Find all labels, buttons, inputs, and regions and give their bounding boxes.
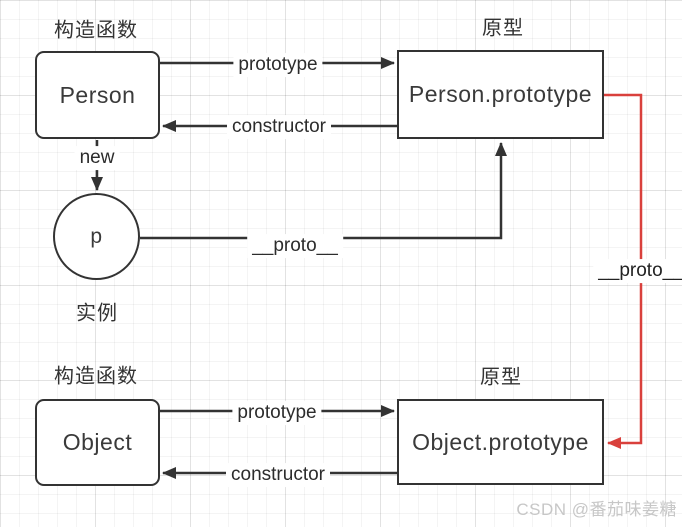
edge-label-prototype-bottom: prototype <box>232 401 322 425</box>
node-person-label: Person <box>59 81 136 108</box>
caption-constructor-top: 构造函数 <box>54 19 138 42</box>
node-instance-p: p <box>53 193 140 280</box>
node-person-prototype: Person.prototype <box>397 50 604 139</box>
edge-label-prototype-top: prototype <box>233 53 323 77</box>
edge-label-proto-instance: __proto__ <box>247 234 343 258</box>
caption-instance: 实例 <box>76 302 118 325</box>
node-person: Person <box>35 51 160 139</box>
node-person-prototype-label: Person.prototype <box>408 81 593 107</box>
edge-label-new: new <box>74 146 120 170</box>
caption-prototype-top: 原型 <box>482 17 524 40</box>
edge-proto-instance-arrow <box>140 142 507 240</box>
node-object: Object <box>35 399 160 486</box>
node-object-prototype: Object.prototype <box>397 399 604 485</box>
node-object-prototype-label: Object.prototype <box>412 428 589 455</box>
node-object-label: Object <box>62 429 133 455</box>
node-instance-p-label: p <box>90 224 103 248</box>
edge-label-proto-chain: __proto__ <box>593 259 682 283</box>
edge-label-constructor-bottom: constructor <box>226 463 330 487</box>
caption-prototype-bottom: 原型 <box>480 366 522 389</box>
watermark: CSDN @番茄味姜糖 <box>516 500 677 519</box>
edge-label-constructor-top: constructor <box>227 115 331 139</box>
caption-constructor-bottom: 构造函数 <box>54 365 138 388</box>
